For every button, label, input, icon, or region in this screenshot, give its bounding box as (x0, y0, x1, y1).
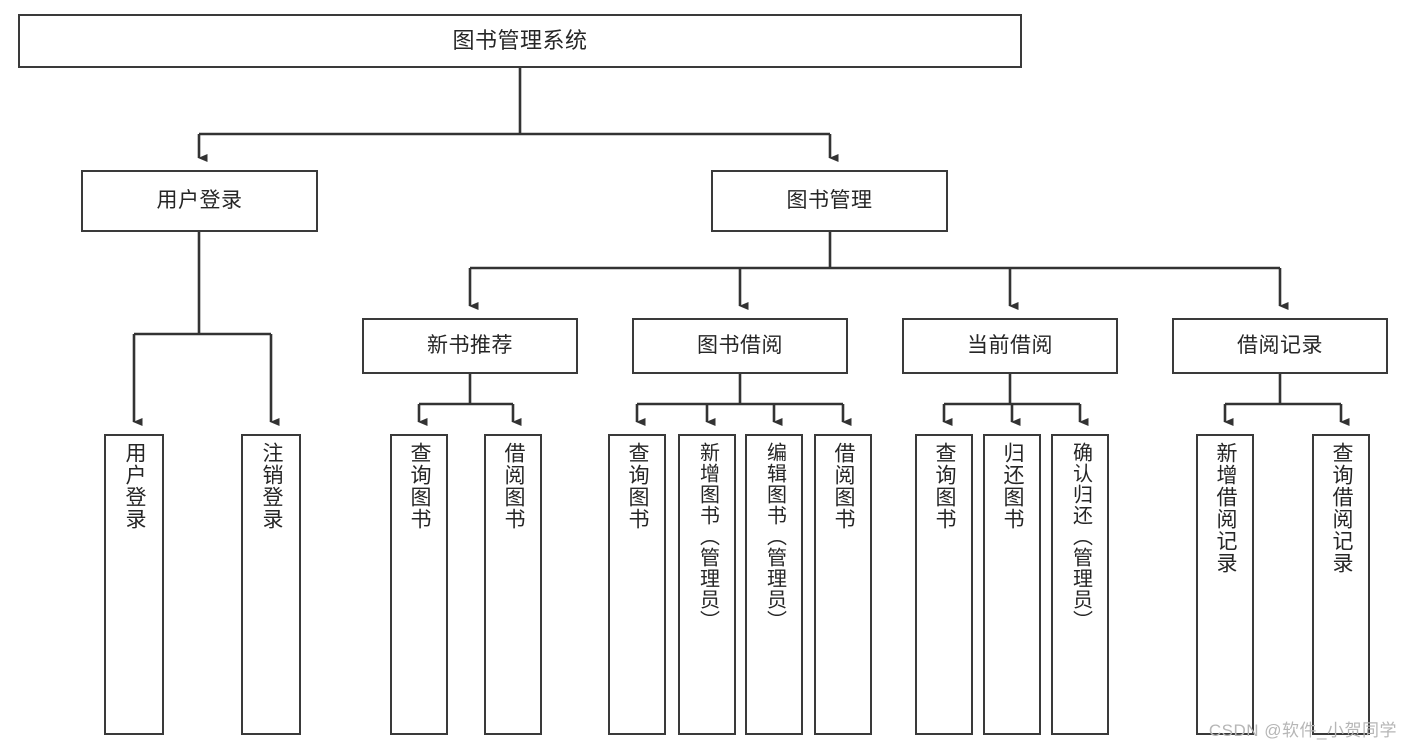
node-leaf-query-book-recommend[interactable]: 查询图书 (390, 434, 448, 735)
node-leaf-query-book-current-label: 查询图书 (933, 442, 957, 530)
node-leaf-borrow-book[interactable]: 借阅图书 (814, 434, 872, 735)
node-leaf-user-login-label: 用户登录 (123, 442, 147, 530)
node-book-borrow-label: 图书借阅 (697, 333, 783, 357)
node-leaf-query-book-recommend-label: 查询图书 (408, 442, 432, 530)
node-leaf-logout-label: 注销登录 (260, 442, 284, 530)
node-leaf-return-book-label: 归还图书 (1001, 442, 1025, 530)
node-book-borrow[interactable]: 图书借阅 (632, 318, 848, 374)
node-new-book-recommend-label: 新书推荐 (427, 333, 513, 357)
node-book-management-label: 图书管理 (786, 188, 873, 212)
node-leaf-edit-book-admin-label: 编辑图书（管理员） (763, 442, 786, 631)
node-leaf-add-borrow-record-label: 新增借阅记录 (1214, 442, 1238, 574)
node-borrow-record[interactable]: 借阅记录 (1172, 318, 1388, 374)
csdn-watermark: CSDN @软件_小贺同学 (1208, 721, 1397, 740)
node-leaf-borrow-book-recommend[interactable]: 借阅图书 (484, 434, 542, 735)
node-user-login-label: 用户登录 (156, 188, 243, 212)
node-leaf-query-book-borrow-label: 查询图书 (626, 442, 650, 530)
node-leaf-confirm-return-admin[interactable]: 确认归还（管理员） (1051, 434, 1109, 735)
node-leaf-edit-book-admin[interactable]: 编辑图书（管理员） (745, 434, 803, 735)
node-leaf-return-book[interactable]: 归还图书 (983, 434, 1041, 735)
node-leaf-borrow-book-recommend-label: 借阅图书 (502, 442, 526, 530)
node-new-book-recommend[interactable]: 新书推荐 (362, 318, 578, 374)
node-current-borrow[interactable]: 当前借阅 (902, 318, 1118, 374)
node-leaf-add-borrow-record[interactable]: 新增借阅记录 (1196, 434, 1254, 735)
node-leaf-query-borrow-record[interactable]: 查询借阅记录 (1312, 434, 1370, 735)
node-user-login[interactable]: 用户登录 (81, 170, 318, 232)
node-leaf-query-book-current[interactable]: 查询图书 (915, 434, 973, 735)
node-root-label: 图书管理系统 (452, 28, 588, 54)
node-leaf-confirm-return-admin-label: 确认归还（管理员） (1069, 442, 1092, 631)
node-leaf-add-book-admin-label: 新增图书（管理员） (696, 442, 719, 631)
node-current-borrow-label: 当前借阅 (967, 333, 1053, 357)
node-borrow-record-label: 借阅记录 (1237, 333, 1323, 357)
node-leaf-add-book-admin[interactable]: 新增图书（管理员） (678, 434, 736, 735)
node-root[interactable]: 图书管理系统 (18, 14, 1022, 68)
node-leaf-borrow-book-label: 借阅图书 (832, 442, 856, 530)
node-book-management[interactable]: 图书管理 (711, 170, 948, 232)
node-leaf-logout[interactable]: 注销登录 (241, 434, 301, 735)
node-leaf-query-borrow-record-label: 查询借阅记录 (1330, 442, 1354, 574)
node-leaf-query-book-borrow[interactable]: 查询图书 (608, 434, 666, 735)
node-leaf-user-login[interactable]: 用户登录 (104, 434, 164, 735)
